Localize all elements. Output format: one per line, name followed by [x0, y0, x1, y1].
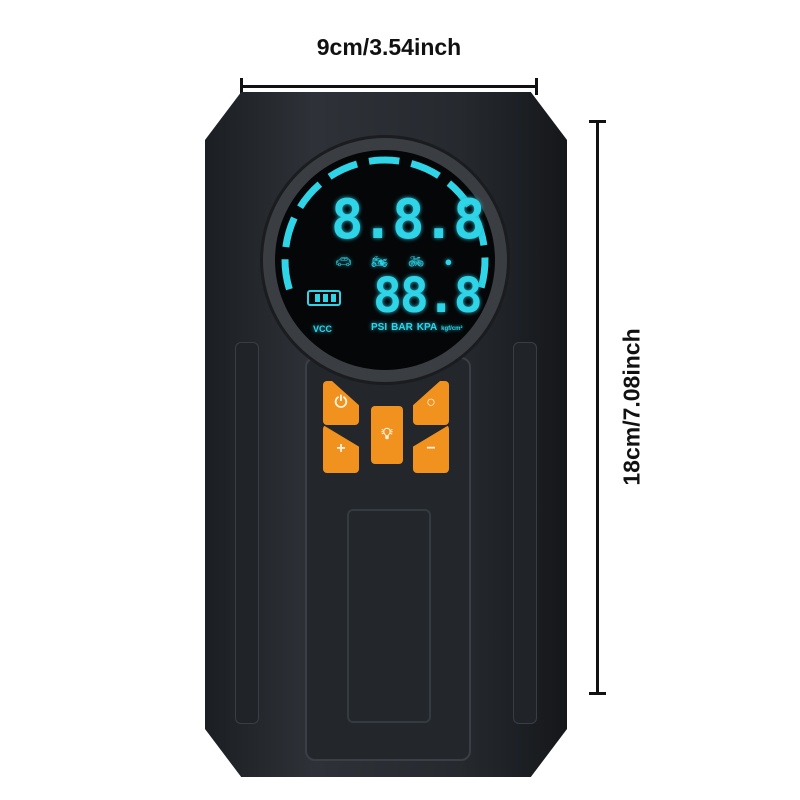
pressure-arc-gauge [281, 156, 489, 291]
gauge-segment [471, 214, 488, 246]
gauge-segment [477, 257, 489, 289]
ball-icon: ● [444, 254, 453, 269]
panel-inset [347, 509, 431, 723]
mode-icons: 🚗︎ 🏍︎ 🚲︎ ● [335, 254, 452, 270]
gauge-segment [281, 259, 293, 291]
top-readout: 8.8.8 [331, 188, 486, 251]
unit-kpa: KPA [416, 322, 438, 333]
width-dimension-line [240, 78, 538, 95]
motorcycle-icon: 🏍︎ [371, 254, 389, 269]
unit-labels: PSI BAR KPA kgf/cm² [371, 322, 463, 333]
plus-icon: + [336, 440, 346, 457]
mode-cycle-icon: ○ [426, 394, 436, 411]
car-icon: 🚗︎ [335, 254, 352, 269]
height-dimension-label: 18cm/7.08inch [618, 328, 645, 486]
minus-icon: − [426, 440, 436, 457]
height-dimension-line [589, 120, 606, 695]
left-grip [235, 342, 259, 724]
gauge-segment [446, 180, 472, 208]
light-button[interactable]: 💡︎ [371, 406, 403, 464]
right-grip [513, 342, 537, 724]
lcd-screen: 8.8.8 🚗︎ 🏍︎ 🚲︎ ● 88.8 VCC PSI BAR KPA kg… [275, 150, 495, 370]
gauge-segment [327, 160, 359, 180]
gauge-segment [410, 160, 441, 179]
unit-kgf: kgf/cm² [441, 326, 463, 332]
bottom-readout: 88.8 [373, 268, 483, 324]
gauge-segment [297, 181, 323, 210]
unit-bar: BAR [391, 322, 413, 333]
vcc-label: VCC [313, 324, 333, 334]
display-bezel: 8.8.8 🚗︎ 🏍︎ 🚲︎ ● 88.8 VCC PSI BAR KPA kg… [263, 138, 507, 382]
width-dimension-label: 9cm/3.54inch [316, 34, 462, 60]
gauge-segment [282, 216, 298, 248]
battery-icon [307, 290, 341, 306]
light-icon: 💡︎ [381, 426, 393, 443]
bicycle-icon: 🚲︎ [408, 254, 425, 269]
power-icon: ⏻ [334, 394, 348, 411]
gauge-segment [368, 156, 400, 165]
unit-psi: PSI [371, 322, 388, 333]
